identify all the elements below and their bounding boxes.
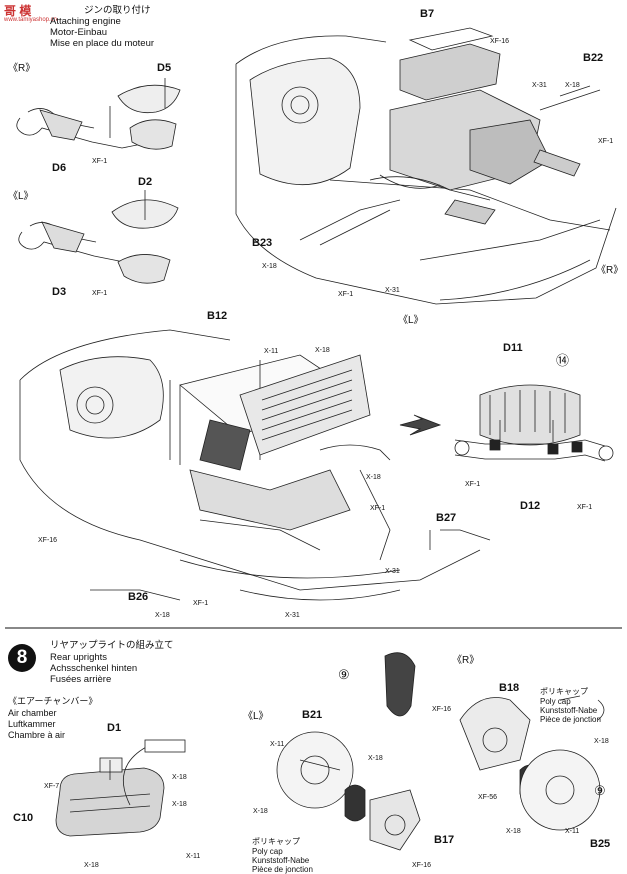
step-ref-9: ⑨ [594,783,606,798]
step8-title-en: Rear uprights [50,652,108,663]
side-mark-r: 《R》 [8,63,36,74]
paint-code: X-11 [264,348,279,355]
paint-code: XF-1 [465,481,481,488]
step7-title-en: Attaching engine [50,16,121,27]
paint-code: X-18 [155,612,170,619]
paint-code: X-11 [186,853,201,860]
label-d12: D12 [520,500,541,512]
polycap-l-en: Poly cap [252,847,283,856]
paint-code: XF-1 [577,504,593,511]
paint-code: X-18 [565,82,580,89]
paint-code: X-18 [315,347,330,354]
paint-code: X-18 [84,862,99,869]
air-chamber-jp: 《エアーチャンバー》 [8,696,98,706]
step7-title-de: Motor-Einbau [50,27,108,38]
paint-code: XF-7 [44,783,60,790]
polycap-r-de: Kunststoff-Nabe [540,706,598,715]
side-mark-l: 《L》 [243,711,269,722]
watermark-site: www.tamiyashop.cn [4,17,58,23]
paint-code: XF-1 [338,291,354,298]
label-b27: B27 [436,512,457,524]
paint-code: XF-16 [490,38,510,45]
paint-code: XF-1 [370,505,386,512]
label-b18: B18 [499,682,520,694]
step8-title-de: Achsschenkel hinten [50,663,138,674]
paint-code: X-18 [366,474,381,481]
side-mark-r: 《R》 [596,265,624,276]
step-ref-14: ⑭ [556,353,570,368]
paint-code: X-31 [532,82,547,89]
paint-code: X-31 [285,612,300,619]
step7-title-fr: Mise en place du moteur [50,38,155,49]
paint-code: XF-1 [92,158,108,165]
label-d2: D2 [138,176,153,188]
air-chamber-de: Luftkammer [8,719,56,729]
paint-code: XF-1 [193,600,209,607]
paint-code: X-18 [253,808,268,815]
label-d3: D3 [52,286,67,298]
label-d5: D5 [157,62,172,74]
paint-code: XF-1 [92,290,108,297]
step8-title-fr: Fusées arrière [50,674,112,685]
paint-code: X-18 [594,738,609,745]
paint-code: X-18 [172,801,187,808]
label-b7: B7 [420,8,435,20]
polycap-r-jp: ポリキャップ [540,687,588,696]
step7-title-jp: ジンの取り付け [84,5,151,16]
air-chamber-fr: Chambre à air [8,730,66,740]
label-b17: B17 [434,834,455,846]
paint-code: X-11 [565,828,580,835]
label-b26: B26 [128,591,149,603]
paint-code: XF-16 [412,862,432,869]
paint-code: XF-1 [598,138,614,145]
paint-code: X-31 [385,568,400,575]
polycap-l-jp: ポリキャップ [252,837,300,846]
polycap-l-fr: Pièce de jonction [252,865,313,874]
paint-code: X-18 [506,828,521,835]
side-mark-l: 《L》 [398,315,424,326]
label-d11: D11 [503,342,523,354]
paint-code: X-11 [270,741,285,748]
paint-code: XF-56 [478,794,498,801]
label-b25: B25 [590,838,611,850]
air-chamber-en: Air chamber [8,708,57,718]
polycap-r-en: Poly cap [540,697,571,706]
paint-code: X-31 [385,287,400,294]
paint-code: X-18 [172,774,187,781]
label-b23: B23 [252,237,273,249]
polycap-l-de: Kunststoff-Nabe [252,856,310,865]
step-ref-9: ⑨ [338,667,350,682]
label-b21: B21 [302,709,323,721]
polycap-r-fr: Pièce de jonction [540,715,601,724]
label-b12: B12 [207,310,228,322]
paint-code: XF-16 [432,706,452,713]
side-mark-l: 《L》 [8,191,34,202]
watermark-logo: 哥 模 [4,4,32,18]
side-mark-r: 《R》 [452,655,480,666]
label-c10: C10 [13,812,34,824]
label-d6: D6 [52,162,67,174]
paint-code: X-18 [262,263,277,270]
label-b22: B22 [583,52,604,64]
paint-code: XF-16 [38,537,58,544]
label-d1: D1 [107,722,122,734]
paint-code: X-18 [368,755,383,762]
step-number-8: 8 [8,644,36,672]
step8-title-jp: リヤアップライトの組み立て [50,640,174,651]
